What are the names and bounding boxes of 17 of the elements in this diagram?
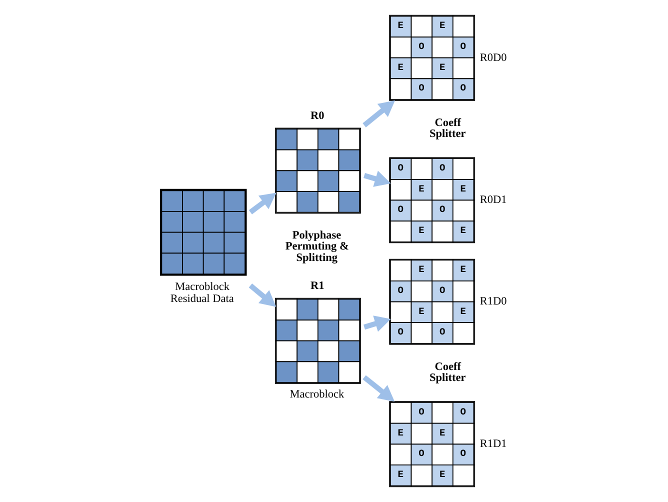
label: Coeff Splitter xyxy=(429,360,466,384)
node-label: R1D1 xyxy=(480,438,507,450)
node-label: R1D0 xyxy=(480,296,507,308)
arrow xyxy=(364,316,391,332)
arrow xyxy=(362,100,396,128)
node-label: R1 xyxy=(310,280,324,292)
arrow xyxy=(248,192,276,214)
arrow xyxy=(248,284,276,307)
label: Coeff Splitter xyxy=(429,116,466,140)
node-label: R0D1 xyxy=(480,194,507,206)
node-label: R0D0 xyxy=(480,52,507,64)
arrow xyxy=(362,375,395,402)
label: Polyphase Permuting & Splitting xyxy=(285,229,349,264)
node-label: Macroblock xyxy=(290,388,344,401)
node-label: R0 xyxy=(310,110,324,122)
arrow xyxy=(364,170,391,187)
node-label: Macroblock Residual Data xyxy=(170,280,234,306)
